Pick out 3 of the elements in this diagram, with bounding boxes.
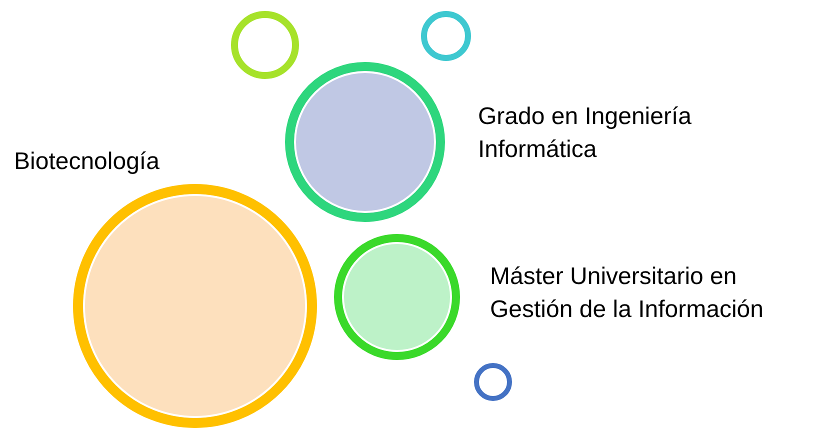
circle-label: Grado en Ingeniería Informática bbox=[478, 102, 692, 165]
circle-label: Biotecnología bbox=[14, 147, 160, 177]
circle-label: Máster Universitario en Gestión de la Información bbox=[490, 262, 764, 325]
